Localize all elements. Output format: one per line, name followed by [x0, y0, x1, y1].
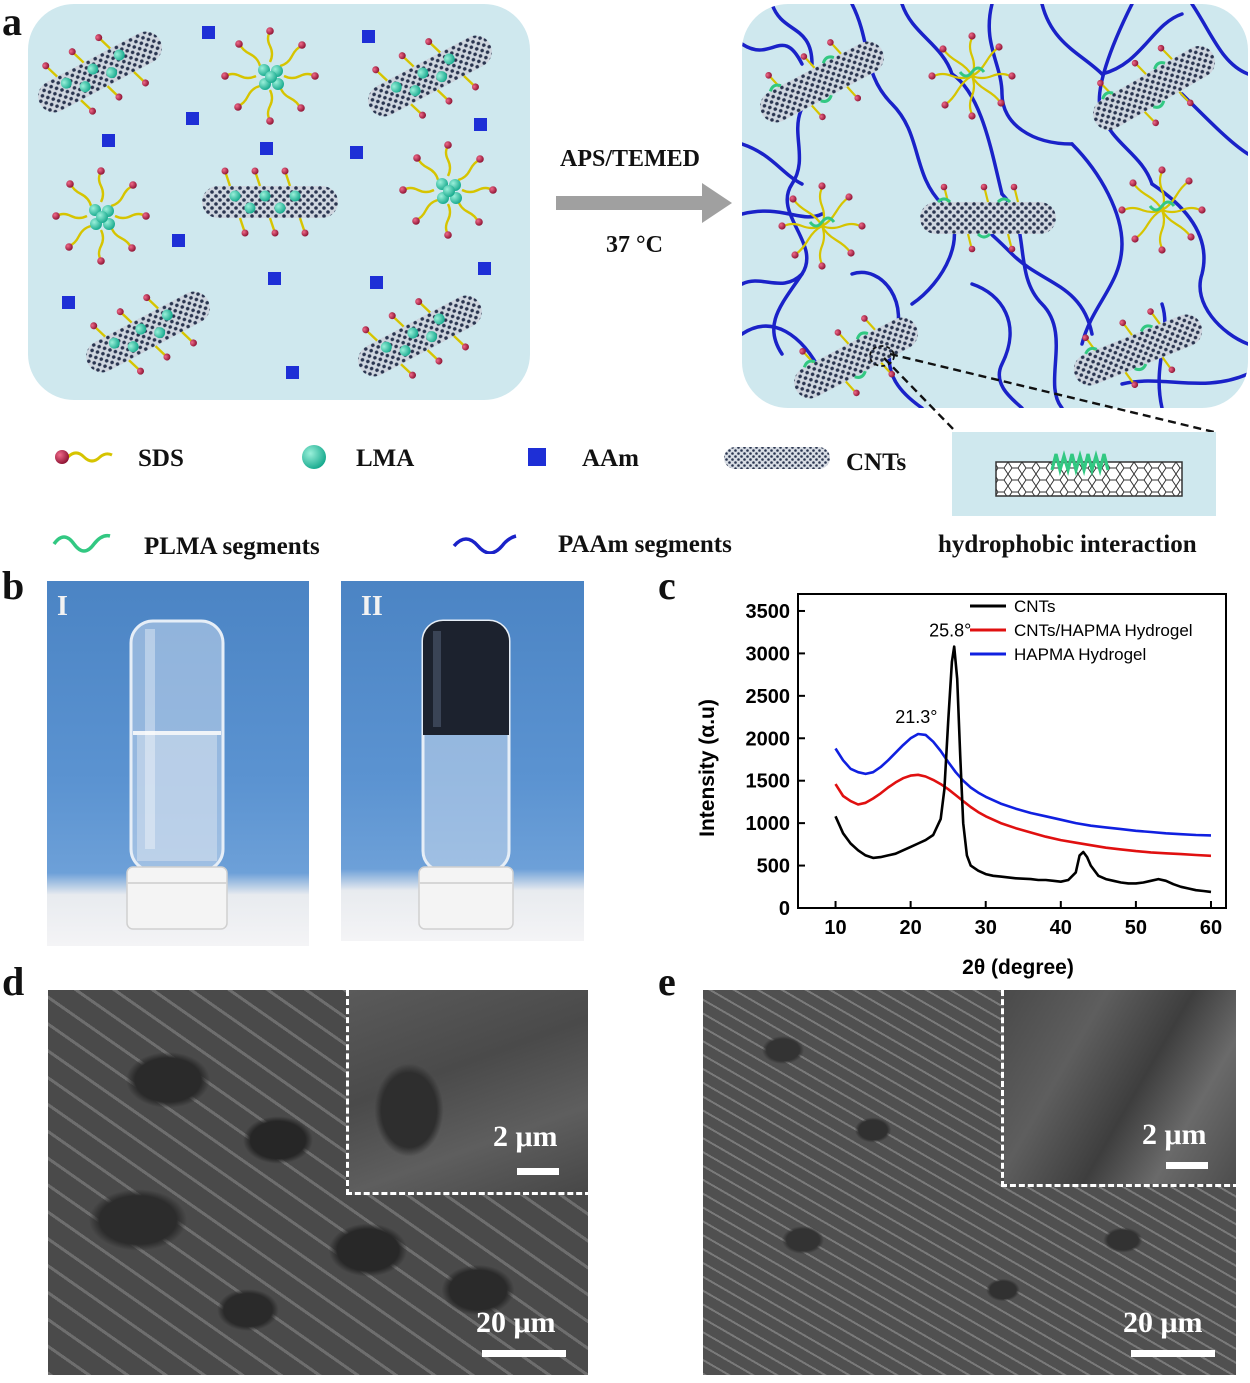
- x-tick-label: 20: [900, 917, 922, 939]
- chart-ylabel: Intensity (α.u): [696, 699, 719, 837]
- inset-scale-text-e: 2 μm: [1142, 1118, 1207, 1151]
- panel-label-c: c: [658, 563, 676, 608]
- y-tick-label: 2000: [746, 728, 791, 750]
- y-tick-label: 500: [757, 856, 790, 878]
- legend-paam-label: PAAm segments: [558, 531, 732, 558]
- main-scale-bar-e: [1131, 1350, 1215, 1357]
- aam-legend-icon: [528, 448, 546, 466]
- sem-image-e: 2 μm 20 μm: [703, 990, 1236, 1375]
- clear-vial-drawing: [126, 619, 228, 930]
- panel-label-e: e: [658, 959, 676, 1004]
- peak-annotation: 25.8°: [929, 621, 971, 641]
- inset-scale-bar-d: [517, 1168, 559, 1175]
- zoom-connector-lines: [883, 352, 1215, 434]
- photo-label-1: I: [57, 591, 68, 622]
- series-line-0: [834, 645, 1212, 894]
- legend-entry-1: CNTs/HAPMA Hydrogel: [1014, 621, 1193, 640]
- sem-image-d: 2 μm 20 μm: [48, 990, 588, 1375]
- y-tick-label: 2500: [746, 686, 791, 708]
- y-tick-label: 0: [779, 898, 790, 920]
- sem-inset-d: 2 μm: [346, 990, 588, 1195]
- sem-inset-e: 2 μm: [1001, 990, 1236, 1187]
- y-tick-label: 3500: [746, 601, 791, 623]
- series-line-2: [834, 732, 1212, 837]
- lma-legend-icon: [302, 445, 326, 469]
- reaction-condition-top: APS/TEMED: [560, 146, 701, 172]
- paam-legend-icon: [452, 534, 517, 554]
- main-scale-text-e: 20 μm: [1123, 1306, 1203, 1339]
- cnt-vial-drawing: [418, 619, 514, 930]
- legend-aam-label: AAm: [582, 445, 639, 472]
- x-tick-label: 30: [975, 917, 997, 939]
- plma-legend-icon: [52, 533, 111, 553]
- photo-vial-clear: I: [47, 581, 309, 946]
- series-line-1: [834, 773, 1212, 858]
- panel-label-d: d: [2, 959, 25, 1004]
- x-tick-label: 60: [1200, 917, 1222, 939]
- x-tick-label: 40: [1050, 917, 1072, 939]
- panel-label-a: a: [2, 0, 22, 44]
- inset-scale-bar-e: [1166, 1162, 1208, 1169]
- plot-frame: [797, 593, 1227, 909]
- chart-xlabel: 2θ (degree): [962, 956, 1074, 979]
- inset-scale-text-d: 2 μm: [493, 1120, 558, 1153]
- main-scale-text-d: 20 μm: [476, 1306, 556, 1339]
- sds-legend-icon: [55, 450, 113, 464]
- reaction-condition-bottom: 37 °C: [606, 232, 663, 258]
- reaction-arrow: [556, 183, 732, 223]
- monomer-mixture-box: [28, 4, 530, 400]
- hydrophobic-interaction-inset: [952, 432, 1216, 516]
- legend-sds-label: SDS: [138, 445, 184, 472]
- legend-entry-0: CNTs: [1014, 597, 1056, 616]
- cnt-surface-zoom: [995, 450, 1183, 497]
- cnt-legend-icon: [724, 447, 830, 469]
- y-tick-label: 3000: [746, 643, 791, 665]
- hydrogel-network-illustration: [742, 4, 1248, 408]
- legend-lma-label: LMA: [356, 445, 415, 472]
- legend-entry-2: HAPMA Hydrogel: [1014, 645, 1146, 664]
- main-scale-bar-d: [482, 1350, 566, 1357]
- photo-label-2: II: [361, 591, 383, 622]
- y-tick-label: 1500: [746, 771, 791, 793]
- x-tick-label: 50: [1125, 917, 1147, 939]
- x-tick-label: 10: [824, 917, 846, 939]
- legend-hydrophobic-label: hydrophobic interaction: [938, 531, 1197, 558]
- xrd-chart: 10 20 30 40 50 60 0 500 1000 1500 2000 2500 3000 3500…: [696, 593, 1227, 979]
- legend-plma-label: PLMA segments: [144, 533, 320, 560]
- y-tick-label: 1000: [746, 813, 791, 835]
- hydrogel-network-box: [742, 4, 1248, 408]
- legend-cnts-label: CNTs: [846, 449, 907, 476]
- photo-vial-cnt: II: [341, 581, 584, 941]
- peak-annotation: 21.3°: [895, 707, 937, 727]
- panel-label-b: b: [2, 563, 25, 608]
- monomer-mixture-illustration: [28, 8, 508, 400]
